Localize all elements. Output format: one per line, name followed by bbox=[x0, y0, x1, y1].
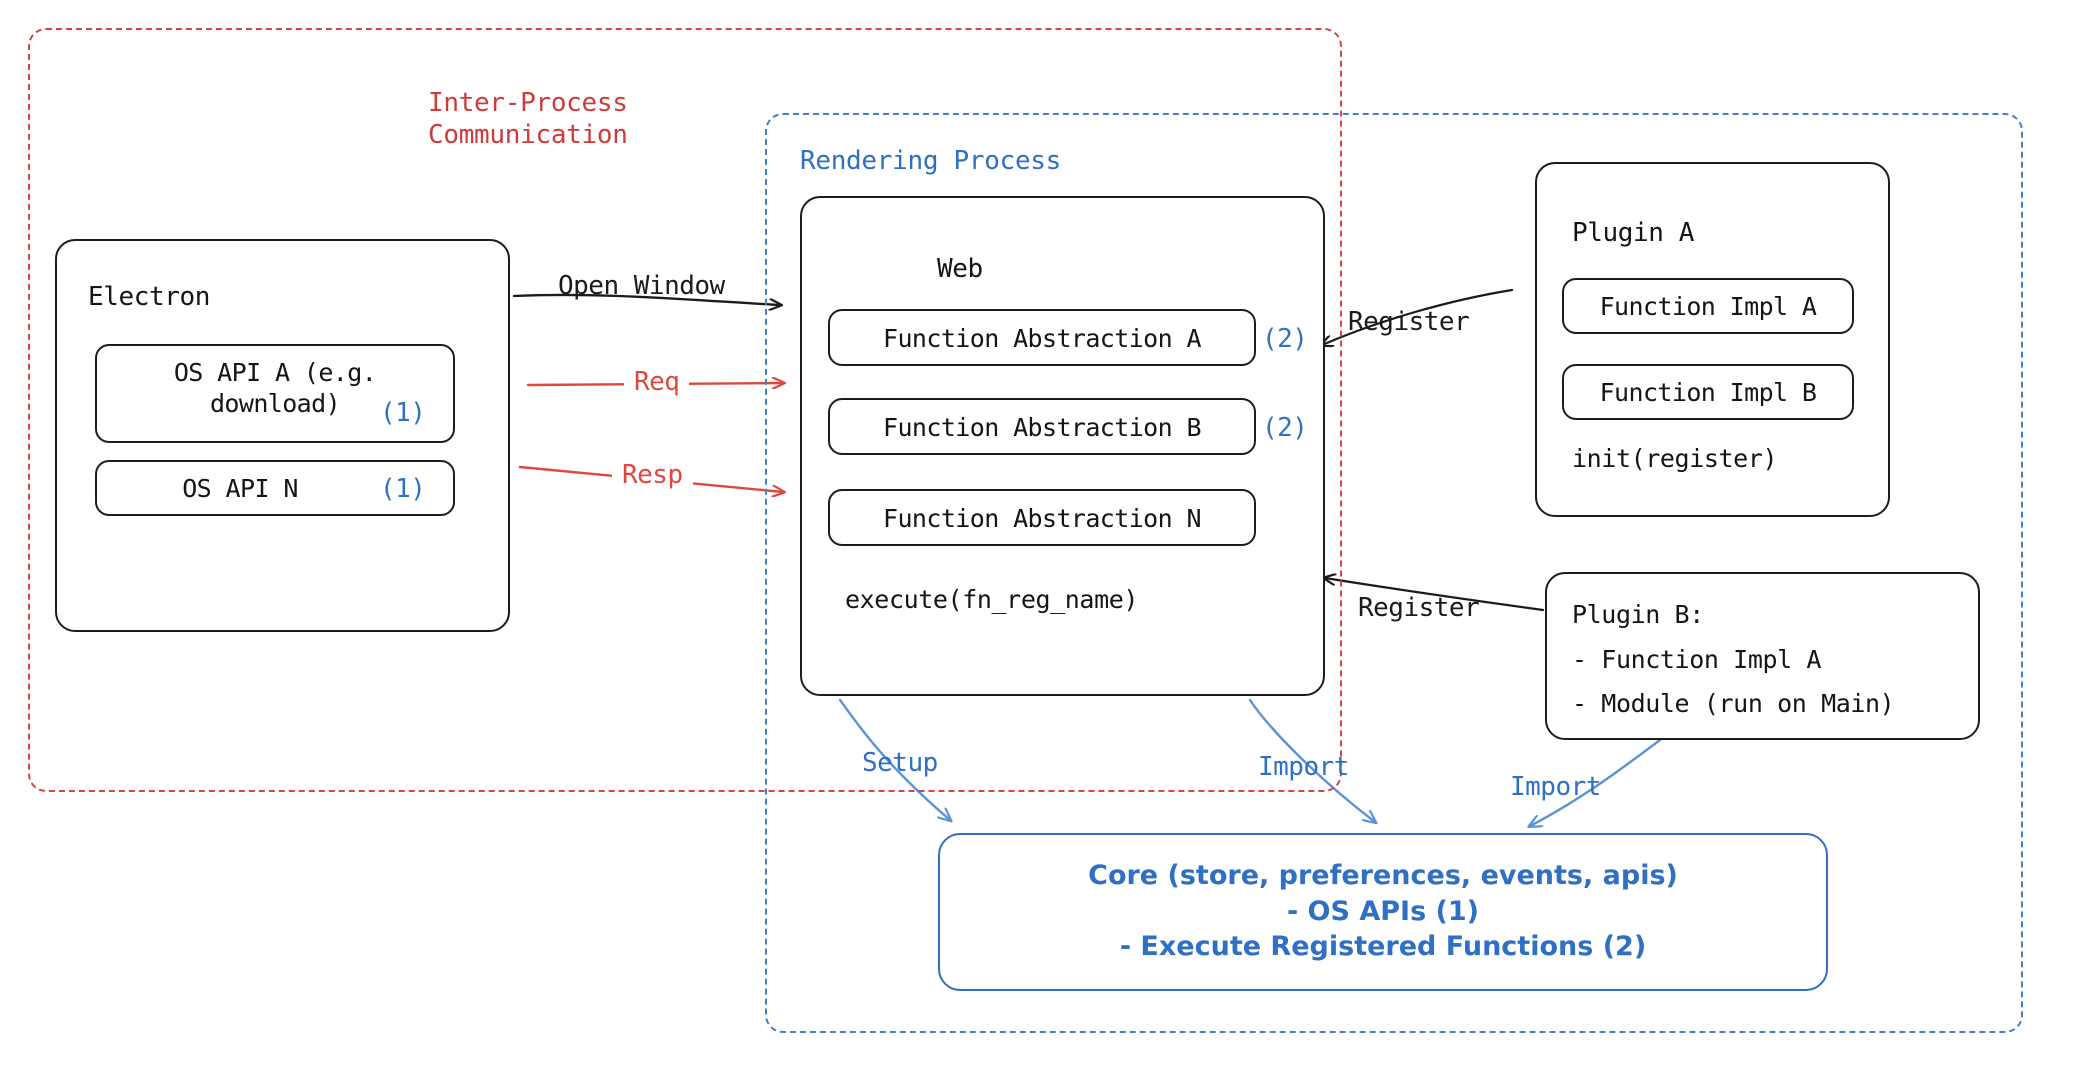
plugin-a-function-impl-a-box[interactable] bbox=[1562, 278, 1854, 334]
plugin-a-title: Plugin A bbox=[1572, 218, 1695, 248]
plugin-b-box bbox=[1545, 572, 1980, 740]
group-label-rendering-process: Rendering Process bbox=[800, 146, 1062, 176]
os-api-n-label: OS API N bbox=[182, 474, 298, 503]
function-abstraction-b-label: Function Abstraction B bbox=[883, 413, 1202, 442]
edge-label-register-plugin-a: Register bbox=[1348, 307, 1470, 337]
plugin-a-init-label: init(register) bbox=[1572, 444, 1778, 473]
group-label-ipc: Inter-Process Communication bbox=[428, 88, 628, 150]
core-box bbox=[938, 833, 1828, 991]
function-abstraction-a-tag: (2) bbox=[1262, 324, 1308, 354]
edge-label-import-web: Import bbox=[1258, 752, 1349, 782]
function-abstraction-a-label: Function Abstraction A bbox=[883, 324, 1202, 353]
os-api-n-box[interactable] bbox=[95, 460, 455, 516]
web-execute-label: execute(fn_reg_name) bbox=[845, 585, 1139, 614]
edge-label-open-window: Open Window bbox=[558, 271, 725, 301]
os-api-a-tag: (1) bbox=[380, 398, 426, 428]
os-api-n-tag: (1) bbox=[380, 474, 426, 504]
os-api-a-label: OS API A (e.g. download) bbox=[173, 358, 377, 418]
electron-title: Electron bbox=[88, 282, 211, 312]
os-api-a-box[interactable] bbox=[95, 344, 455, 443]
edge-label-req: Req bbox=[624, 367, 690, 397]
function-abstraction-b-box[interactable] bbox=[828, 398, 1256, 455]
function-abstraction-n-label: Function Abstraction N bbox=[883, 504, 1202, 533]
function-abstraction-n-box[interactable] bbox=[828, 489, 1256, 546]
edge-label-setup: Setup bbox=[862, 748, 938, 778]
edge-label-resp: Resp bbox=[612, 460, 693, 490]
plugin-b-title: Plugin B: bbox=[1572, 600, 1704, 629]
plugin-a-box bbox=[1535, 162, 1890, 517]
edge-label-register-plugin-b: Register bbox=[1358, 593, 1480, 623]
edge-label-import-plugin-b: Import bbox=[1510, 772, 1601, 802]
function-abstraction-a-box[interactable] bbox=[828, 309, 1256, 366]
plugin-a-function-impl-b-box[interactable] bbox=[1562, 364, 1854, 420]
web-title: Web bbox=[937, 254, 983, 284]
plugin-a-function-impl-a-label: Function Impl A bbox=[1599, 292, 1817, 321]
plugin-b-line-2: - Module (run on Main) bbox=[1572, 689, 1895, 718]
plugin-b-line-1: - Function Impl A bbox=[1572, 645, 1822, 674]
function-abstraction-b-tag: (2) bbox=[1262, 413, 1308, 443]
group-inter-process-communication bbox=[28, 28, 1342, 792]
plugin-a-function-impl-b-label: Function Impl B bbox=[1599, 378, 1817, 407]
group-rendering-process bbox=[765, 113, 2023, 1033]
core-text: Core (store, preferences, events, apis) … bbox=[1088, 860, 1678, 963]
